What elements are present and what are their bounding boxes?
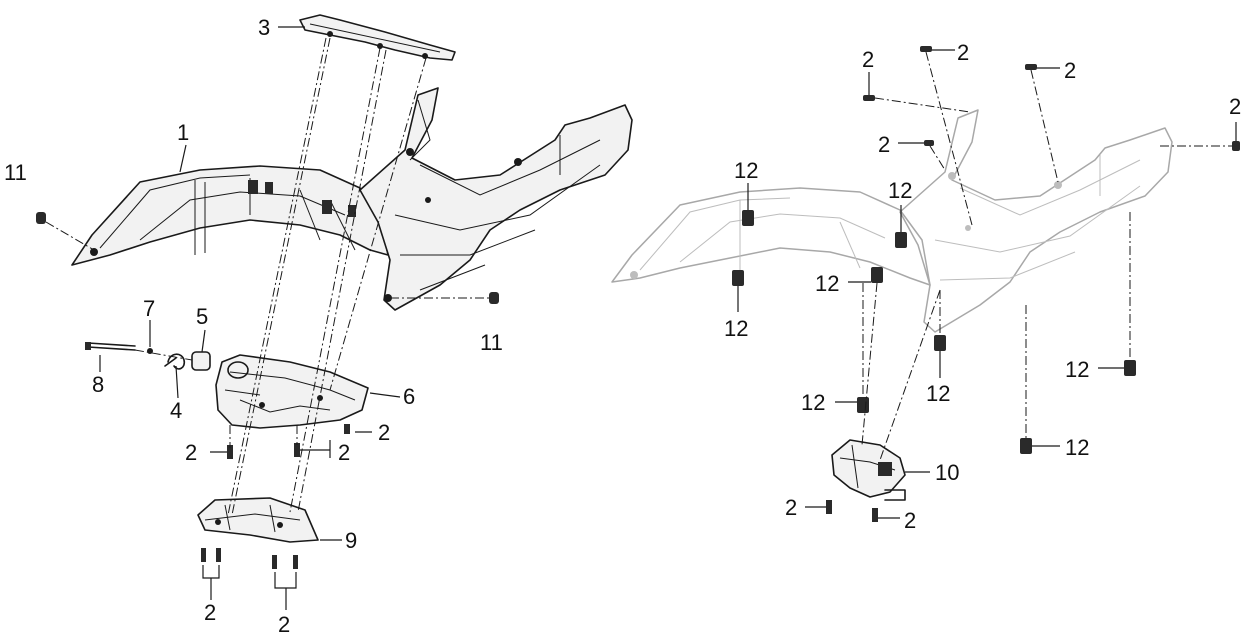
right-assembly-lines: [861, 51, 1232, 461]
callout-11-right: 11: [480, 330, 503, 355]
right-screws: [826, 46, 1240, 522]
callout-2-k: 2: [785, 495, 797, 520]
right-assembly: 2 2 2 2 2 12 12 12 12 12 12 12 12 10 2 2: [611, 40, 1241, 533]
callout-9: 9: [345, 528, 357, 553]
callout-6: 6: [403, 384, 415, 409]
callout-2-c: 2: [378, 420, 390, 445]
part-10-latch-bracket: [831, 439, 906, 501]
clips-12: [732, 210, 1136, 454]
callout-2-d: 2: [204, 600, 216, 625]
part-1-front-panel: [71, 165, 389, 266]
callout-3: 3: [258, 15, 270, 40]
left-callouts: 3 1 11 11 7 5 8 4 6 2 2 2 9 2 2: [4, 15, 503, 636]
ghost-frame-body: [899, 109, 1173, 333]
callout-2-h: 2: [1064, 58, 1076, 83]
callout-10: 10: [935, 460, 959, 485]
callout-12-c: 12: [888, 178, 912, 203]
callout-12-a: 12: [734, 158, 758, 183]
callout-4: 4: [170, 398, 182, 423]
callout-12-h: 12: [1065, 435, 1089, 460]
callout-12-e: 12: [926, 381, 950, 406]
callout-2-b: 2: [338, 440, 350, 465]
left-fasteners: [36, 212, 499, 569]
callout-11-left: 11: [4, 160, 27, 185]
left-assembly: 3 1 11 11 7 5 8 4 6 2 2 2 9 2 2: [4, 14, 633, 636]
right-leaders: [737, 49, 1237, 519]
callout-2-j: 2: [1229, 94, 1241, 119]
callout-7: 7: [143, 296, 155, 321]
left-leaders: [99, 26, 401, 610]
callout-2-e: 2: [278, 612, 290, 636]
callout-1: 1: [177, 120, 189, 145]
callout-2-i: 2: [878, 132, 890, 157]
callout-2-a: 2: [185, 440, 197, 465]
part-6-lower-tray: [215, 354, 369, 429]
latch-pin-set: [85, 342, 211, 371]
callout-8: 8: [92, 372, 104, 397]
callout-2-f: 2: [862, 47, 874, 72]
main-frame-body: [359, 87, 633, 311]
left-assembly-lines: [45, 37, 489, 516]
callout-12-d: 12: [815, 271, 839, 296]
part-9-lower-bracket: [197, 497, 319, 543]
part-3-top-cover: [299, 14, 456, 61]
callout-12-f: 12: [801, 390, 825, 415]
callout-12-g: 12: [1065, 357, 1089, 382]
callout-5: 5: [196, 304, 208, 329]
callout-2-l: 2: [904, 508, 916, 533]
callout-12-b: 12: [724, 316, 748, 341]
right-callouts: 2 2 2 2 2 12 12 12 12 12 12 12 12 10 2 2: [724, 40, 1241, 533]
callout-2-g: 2: [957, 40, 969, 65]
